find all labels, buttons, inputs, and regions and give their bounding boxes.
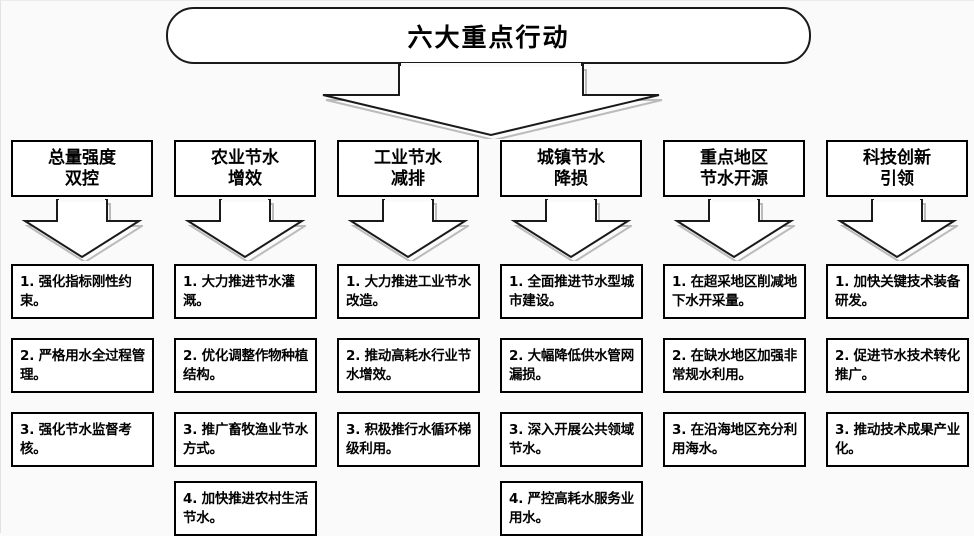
diagram-title-text: 六大重点行动: [407, 22, 570, 52]
item-box-c6-r3[interactable]: 3. 推动技术成果产业化。: [826, 412, 969, 467]
header-box-3-line-2: 减排: [391, 168, 425, 189]
header-box-1-line-2: 双控: [65, 168, 99, 189]
item-text-c1-r3: 3. 强化节水监督考核。: [20, 421, 132, 457]
header-box-5-line-1: 重点地区: [700, 148, 768, 169]
item-box-c3-r3[interactable]: 3. 积极推行水循环梯级利用。: [337, 412, 480, 467]
header-box-3-line-1: 工业节水: [374, 148, 442, 169]
item-text-c5-r2: 2. 在缺水地区加强非常规水利用。: [672, 347, 798, 383]
item-box-c5-r3[interactable]: 3. 在沿海地区充分利用海水。: [663, 412, 806, 467]
item-box-c6-r1[interactable]: 1. 加快关键技术装备研发。: [826, 264, 969, 319]
item-text-c2-r2: 2. 优化调整作物种植结构。: [183, 347, 309, 383]
item-text-c6-r1: 1. 加快关键技术装备研发。: [835, 273, 961, 309]
item-text-c5-r3: 3. 在沿海地区充分利用海水。: [672, 421, 798, 457]
item-text-c2-r4: 4. 加快推进农村生活节水。: [183, 490, 309, 526]
item-box-c4-r1[interactable]: 1. 全面推进节水型城市建设。: [500, 264, 643, 319]
item-text-c4-r4: 4. 严控高耗水服务业用水。: [509, 490, 635, 526]
item-box-c1-r3[interactable]: 3. 强化节水监督考核。: [11, 412, 154, 467]
header-box-3[interactable]: 工业节水 减排: [337, 140, 479, 197]
header-box-6[interactable]: 科技创新 引领: [826, 140, 968, 197]
item-text-c3-r3: 3. 积极推行水循环梯级利用。: [346, 421, 472, 457]
item-box-c2-r3[interactable]: 3. 推广畜牧渔业节水方式。: [174, 412, 317, 467]
main-down-arrow-icon: [322, 63, 663, 139]
item-box-c2-r1[interactable]: 1. 大力推进节水灌溉。: [174, 264, 317, 319]
column-6-down-arrow-icon: [836, 199, 958, 261]
header-box-2-line-2: 增效: [228, 168, 262, 189]
header-box-2-line-1: 农业节水: [211, 148, 279, 169]
item-box-c4-r3[interactable]: 3. 深入开展公共领域节水。: [500, 412, 643, 467]
header-box-4-line-2: 降损: [554, 168, 588, 189]
item-box-c1-r1[interactable]: 1. 强化指标刚性约束。: [11, 264, 154, 319]
item-box-c2-r4[interactable]: 4. 加快推进农村生活节水。: [174, 481, 317, 536]
header-box-6-line-2: 引领: [880, 168, 914, 189]
item-text-c6-r2: 2. 促进节水技术转化推广。: [835, 347, 961, 383]
diagram-title-box: 六大重点行动: [166, 7, 811, 64]
item-box-c1-r2[interactable]: 2. 严格用水全过程管理。: [11, 338, 154, 393]
item-text-c2-r3: 3. 推广畜牧渔业节水方式。: [183, 421, 309, 457]
item-box-c3-r1[interactable]: 1. 大力推进工业节水改造。: [337, 264, 480, 319]
item-text-c1-r2: 2. 严格用水全过程管理。: [20, 347, 146, 383]
header-box-4[interactable]: 城镇节水 降损: [500, 140, 642, 197]
item-text-c4-r2: 2. 大幅降低供水管网漏损。: [509, 347, 635, 383]
item-box-c5-r2[interactable]: 2. 在缺水地区加强非常规水利用。: [663, 338, 806, 393]
item-text-c3-r1: 1. 大力推进工业节水改造。: [346, 273, 472, 309]
header-box-6-line-1: 科技创新: [863, 148, 931, 169]
item-text-c4-r3: 3. 深入开展公共领域节水。: [509, 421, 635, 457]
item-text-c1-r1: 1. 强化指标刚性约束。: [20, 273, 132, 309]
header-box-5[interactable]: 重点地区 节水开源: [663, 140, 805, 197]
header-box-1[interactable]: 总量强度 双控: [11, 140, 153, 197]
item-text-c5-r1: 1. 在超采地区削减地下水开采量。: [672, 273, 798, 309]
item-text-c3-r2: 2. 推动高耗水行业节水增效。: [346, 347, 472, 383]
column-4-down-arrow-icon: [510, 199, 632, 261]
item-text-c6-r3: 3. 推动技术成果产业化。: [835, 421, 961, 457]
item-box-c4-r2[interactable]: 2. 大幅降低供水管网漏损。: [500, 338, 643, 393]
header-box-2[interactable]: 农业节水 增效: [174, 140, 316, 197]
header-box-4-line-1: 城镇节水: [537, 148, 605, 169]
column-1-down-arrow-icon: [21, 199, 143, 261]
header-box-1-line-1: 总量强度: [48, 148, 116, 169]
item-box-c5-r1[interactable]: 1. 在超采地区削减地下水开采量。: [663, 264, 806, 319]
header-box-5-line-2: 节水开源: [700, 168, 768, 189]
item-text-c2-r1: 1. 大力推进节水灌溉。: [183, 273, 295, 309]
item-box-c3-r2[interactable]: 2. 推动高耗水行业节水增效。: [337, 338, 480, 393]
column-5-down-arrow-icon: [673, 199, 795, 261]
item-box-c2-r2[interactable]: 2. 优化调整作物种植结构。: [174, 338, 317, 393]
item-text-c4-r1: 1. 全面推进节水型城市建设。: [509, 273, 635, 309]
item-box-c6-r2[interactable]: 2. 促进节水技术转化推广。: [826, 338, 969, 393]
column-2-down-arrow-icon: [184, 199, 306, 261]
item-box-c4-r4[interactable]: 4. 严控高耗水服务业用水。: [500, 481, 643, 536]
column-3-down-arrow-icon: [347, 199, 469, 261]
